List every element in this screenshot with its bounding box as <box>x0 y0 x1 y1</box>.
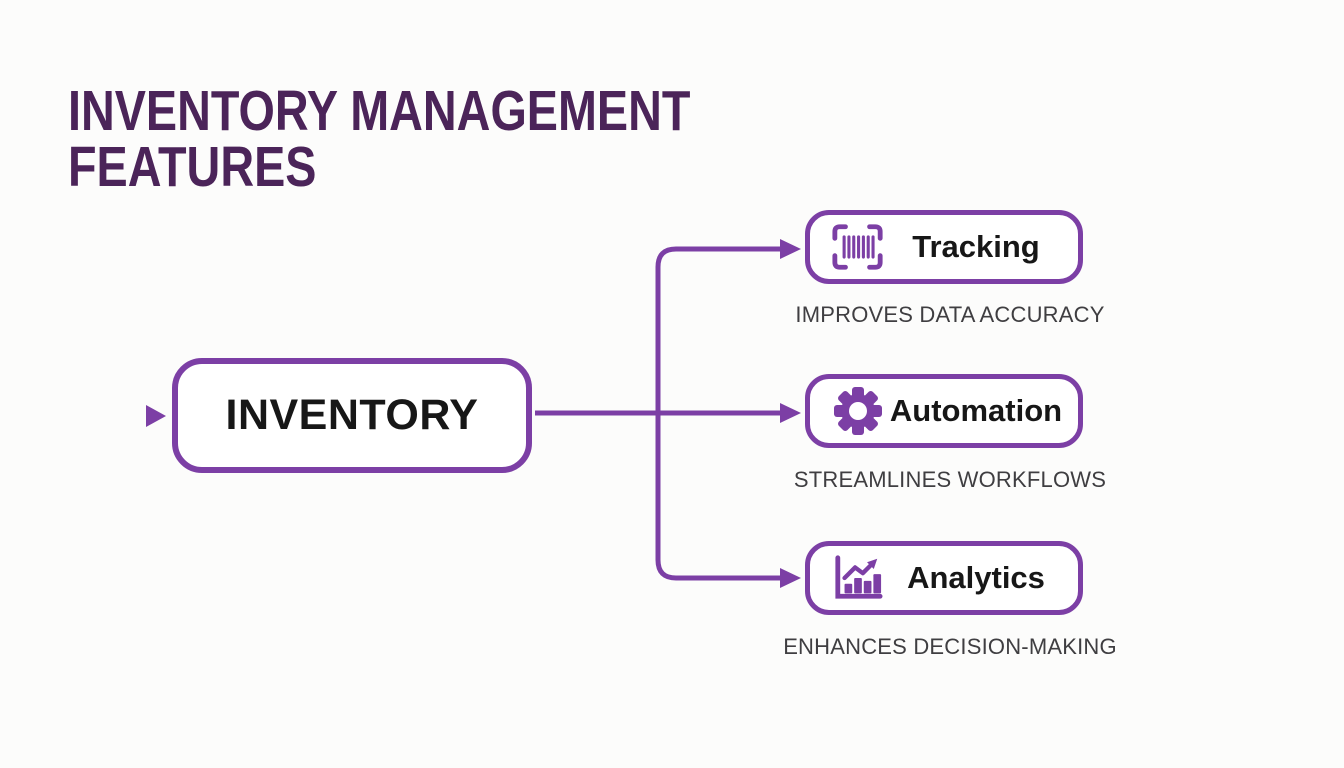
edge-inventory-tracking <box>655 246 781 413</box>
bar-chart-growth-icon <box>830 551 886 605</box>
arrowhead-tracking <box>780 239 801 259</box>
analytics-subtitle: ENHANCES DECISION-MAKING <box>783 634 1117 659</box>
node-analytics-label: Analytics <box>907 560 1045 595</box>
arrowhead-analytics <box>780 568 801 588</box>
barcode-scan-icon <box>830 220 886 274</box>
page-title-line2: FEATURES <box>68 135 317 200</box>
node-tracking: Tracking <box>805 210 1083 284</box>
edge-inventory-analytics <box>655 413 781 581</box>
automation-subtitle: STREAMLINES WORKFLOWS <box>793 467 1107 492</box>
arrowhead-automation <box>780 403 801 423</box>
node-automation-label: Automation <box>889 393 1063 428</box>
node-tracking-label: Tracking <box>912 229 1040 264</box>
node-analytics: Analytics <box>805 541 1083 615</box>
page-title: INVENTORY MANAGEMENT FEATURES <box>68 79 822 200</box>
node-automation: Automation <box>805 374 1083 448</box>
node-inventory-label: INVENTORY <box>225 391 479 439</box>
gear-icon <box>830 384 886 438</box>
node-inventory: INVENTORY <box>172 358 532 473</box>
page-title-line1: INVENTORY MANAGEMENT <box>68 79 691 144</box>
arrowhead-inventory-left <box>146 405 166 427</box>
tracking-subtitle: IMPROVES DATA ACCURACY <box>795 302 1105 327</box>
